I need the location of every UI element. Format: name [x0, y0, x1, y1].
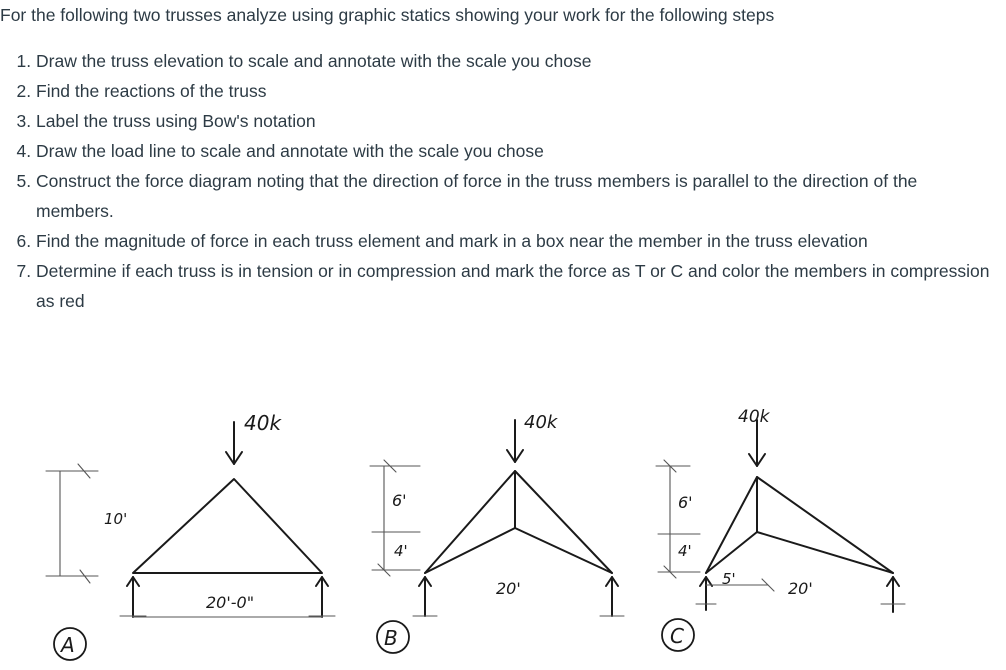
- truss-c-load-label: 40k: [738, 407, 771, 427]
- instructions-intro: For the following two trusses analyze us…: [0, 5, 775, 25]
- truss-a: 10' 40k 20'-0" A: [45, 411, 336, 661]
- truss-b-top-height-label: 6': [392, 491, 407, 510]
- truss-b-bottom-height-label: 4': [394, 542, 408, 560]
- steps-list: Draw the truss elevation to scale and an…: [0, 46, 996, 316]
- truss-b-span-label: 20': [496, 579, 521, 598]
- truss-b-label: B: [384, 626, 398, 650]
- truss-c-top-height-label: 6': [678, 493, 693, 512]
- truss-c-bottom-height-label: 4': [678, 542, 692, 560]
- truss-c-offset-label: 5': [722, 570, 736, 588]
- step-item: Determine if each truss is in tension or…: [36, 256, 996, 316]
- step-item: Label the truss using Bow's notation: [36, 106, 996, 136]
- truss-c-label: C: [670, 624, 684, 648]
- step-item: Find the reactions of the truss: [36, 76, 996, 106]
- step-item: Draw the load line to scale and annotate…: [36, 136, 996, 166]
- truss-sketch-image: 10' 40k 20'-0" A 6' 4' 40k: [45, 407, 906, 661]
- truss-a-label: A: [59, 633, 75, 657]
- truss-b: 6' 4' 40k 20' B: [369, 412, 625, 654]
- truss-c: 6' 4' 40k 5' 20' C: [655, 407, 906, 652]
- step-item: Construct the force diagram noting that …: [36, 166, 996, 226]
- truss-a-span-label: 20'-0": [206, 593, 254, 612]
- step-item: Find the magnitude of force in each trus…: [36, 226, 996, 256]
- truss-c-span-label: 20': [788, 579, 813, 598]
- truss-b-load-label: 40k: [524, 412, 559, 433]
- step-item: Draw the truss elevation to scale and an…: [36, 46, 996, 76]
- truss-a-height-label: 10': [104, 510, 127, 528]
- truss-a-load-label: 40k: [244, 411, 282, 435]
